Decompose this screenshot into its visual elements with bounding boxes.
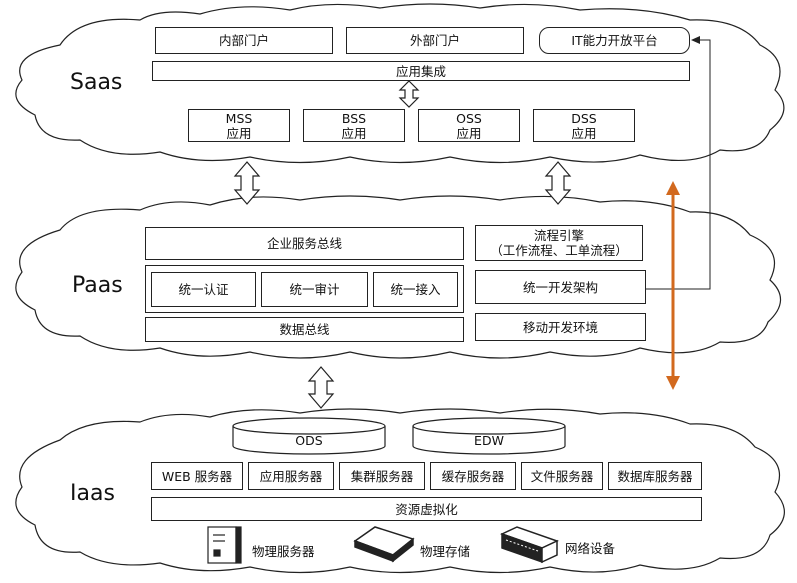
ods-cylinder <box>232 417 386 455</box>
oss-app-box: OSS 应用 <box>418 109 520 142</box>
web-server-box: WEB 服务器 <box>151 462 243 490</box>
esb-label: 企业服务总线 <box>266 236 342 251</box>
mss-app-line1: MSS <box>225 110 253 126</box>
unified-access-label: 统一接入 <box>390 282 441 297</box>
ods-label: ODS <box>295 433 323 448</box>
arrow-saas-paas-right <box>544 161 572 205</box>
esb-box: 企业服务总线 <box>145 227 464 260</box>
oss-app-line2: 应用 <box>456 125 482 141</box>
web-server-label: WEB 服务器 <box>161 468 233 484</box>
app-integration-box: 应用集成 <box>152 61 690 81</box>
cluster-server-label: 集群服务器 <box>350 468 414 484</box>
dev-framework-label: 统一开发架构 <box>522 279 598 295</box>
oss-app-line1: OSS <box>456 110 482 126</box>
physical-storage-label: 物理存储 <box>420 544 471 559</box>
workflow-engine-line1: 流程引擎 <box>533 228 584 243</box>
orange-arrow-bottom <box>666 376 680 390</box>
cluster-server-box: 集群服务器 <box>339 462 425 490</box>
db-server-box: 数据库服务器 <box>608 462 702 490</box>
external-portal-label: 外部门户 <box>409 33 460 48</box>
connector-framework-to-platform <box>646 39 711 290</box>
app-server-label: 应用服务器 <box>259 468 323 484</box>
bss-app-box: BSS 应用 <box>303 109 405 142</box>
it-platform-box: IT能力开放平台 <box>539 27 690 54</box>
dss-app-line2: 应用 <box>571 125 597 141</box>
edw-label: EDW <box>474 433 504 448</box>
saas-title: Saas <box>70 70 123 95</box>
paas-title: Paas <box>72 273 123 298</box>
it-platform-label: IT能力开放平台 <box>571 33 658 48</box>
arrow-app-integration-apps <box>398 80 420 108</box>
edw-cylinder <box>412 417 566 455</box>
unified-auth-label: 统一认证 <box>178 282 229 297</box>
internal-portal-box: 内部门户 <box>155 27 333 54</box>
orange-arrow-top <box>666 181 680 195</box>
network-device-icon <box>500 526 559 564</box>
file-server-label: 文件服务器 <box>530 468 594 484</box>
bss-app-line1: BSS <box>341 110 367 126</box>
app-integration-label: 应用集成 <box>395 63 446 79</box>
unified-audit-box: 统一审计 <box>261 272 368 307</box>
mss-app-box: MSS 应用 <box>188 109 290 142</box>
network-device-label: 网络设备 <box>565 541 616 556</box>
db-server-label: 数据库服务器 <box>617 468 693 484</box>
dss-app-line1: DSS <box>571 110 597 126</box>
arrow-saas-paas-left <box>233 161 261 205</box>
virtualization-box: 资源虚拟化 <box>151 497 702 521</box>
dev-framework-box: 统一开发架构 <box>475 270 646 304</box>
unified-access-box: 统一接入 <box>373 272 458 307</box>
dss-app-box: DSS 应用 <box>533 109 635 142</box>
cache-server-box: 缓存服务器 <box>430 462 516 490</box>
bss-app-line2: 应用 <box>341 125 367 141</box>
physical-storage-icon <box>353 526 415 563</box>
mobile-env-label: 移动开发环境 <box>522 319 598 335</box>
connector-arrowhead <box>691 36 700 44</box>
external-portal-box: 外部门户 <box>346 27 524 54</box>
data-bus-label: 数据总线 <box>279 322 330 337</box>
workflow-engine-box: 流程引擎 （工作流程、工单流程） <box>475 225 643 261</box>
physical-server-icon <box>207 526 242 564</box>
app-server-box: 应用服务器 <box>248 462 334 490</box>
workflow-engine-line2: （工作流程、工单流程） <box>490 243 628 258</box>
iaas-title: Iaas <box>70 481 115 506</box>
data-bus-box: 数据总线 <box>145 317 464 342</box>
virtualization-label: 资源虚拟化 <box>395 501 458 517</box>
mss-app-line2: 应用 <box>226 125 252 141</box>
unified-auth-box: 统一认证 <box>151 272 256 307</box>
cache-server-label: 缓存服务器 <box>441 468 505 484</box>
unified-audit-label: 统一审计 <box>289 282 340 297</box>
file-server-box: 文件服务器 <box>521 462 603 490</box>
physical-server-label: 物理服务器 <box>252 544 315 559</box>
arrow-paas-iaas <box>307 366 335 409</box>
mobile-env-box: 移动开发环境 <box>475 313 646 341</box>
internal-portal-label: 内部门户 <box>218 33 269 48</box>
